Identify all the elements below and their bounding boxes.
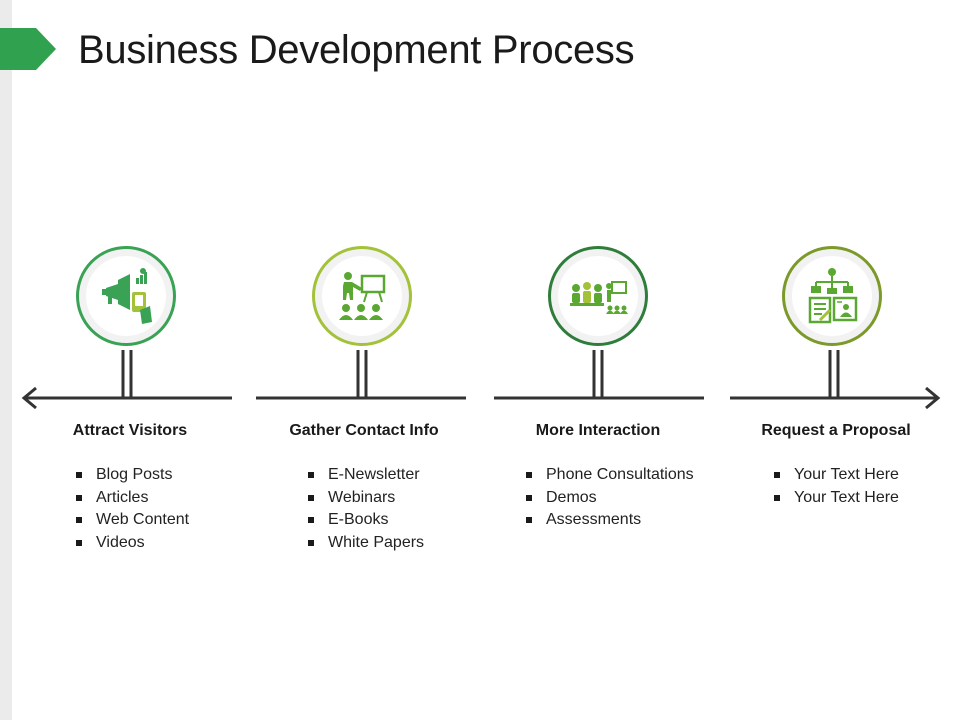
left-arrowhead bbox=[21, 386, 37, 410]
list-item: Demos bbox=[524, 487, 694, 510]
title-arrow-icon bbox=[0, 28, 56, 70]
org-chart-documents-icon bbox=[808, 268, 858, 324]
list-item: Your Text Here bbox=[772, 487, 902, 510]
list-item: E-Newsletter bbox=[306, 464, 424, 487]
right-arrowhead bbox=[925, 386, 941, 410]
step-circle bbox=[548, 246, 648, 346]
list-item: Articles bbox=[74, 487, 189, 510]
page-title: Business Development Process bbox=[78, 28, 635, 72]
meeting-presentation-icon bbox=[570, 281, 628, 314]
megaphone-marketing-icon bbox=[102, 268, 152, 324]
list-item: White Papers bbox=[306, 532, 424, 555]
step-title: More Interaction bbox=[535, 422, 661, 439]
list-item: Assessments bbox=[524, 509, 694, 532]
step-title: Gather Contact Info bbox=[289, 422, 439, 439]
step-title: Attract Visitors bbox=[72, 422, 188, 439]
list-item: Webinars bbox=[306, 487, 424, 510]
step-circle bbox=[782, 246, 882, 346]
bullet-list: Phone Consultations Demos Assessments bbox=[524, 464, 694, 532]
list-item: Web Content bbox=[74, 509, 189, 532]
bullet-list: Blog Posts Articles Web Content Videos bbox=[74, 464, 189, 554]
step-circle bbox=[76, 246, 176, 346]
bullet-list: Your Text Here Your Text Here bbox=[772, 464, 902, 509]
list-item: Videos bbox=[74, 532, 189, 555]
list-item: E-Books bbox=[306, 509, 424, 532]
list-item: Your Text Here bbox=[772, 464, 902, 487]
step-circle bbox=[312, 246, 412, 346]
bullet-list: E-Newsletter Webinars E-Books White Pape… bbox=[306, 464, 424, 554]
list-item: Blog Posts bbox=[74, 464, 189, 487]
left-strip bbox=[0, 0, 12, 720]
step-title: Request a Proposal bbox=[761, 422, 911, 439]
list-item: Phone Consultations bbox=[524, 464, 694, 487]
presentation-audience-icon bbox=[339, 272, 386, 320]
